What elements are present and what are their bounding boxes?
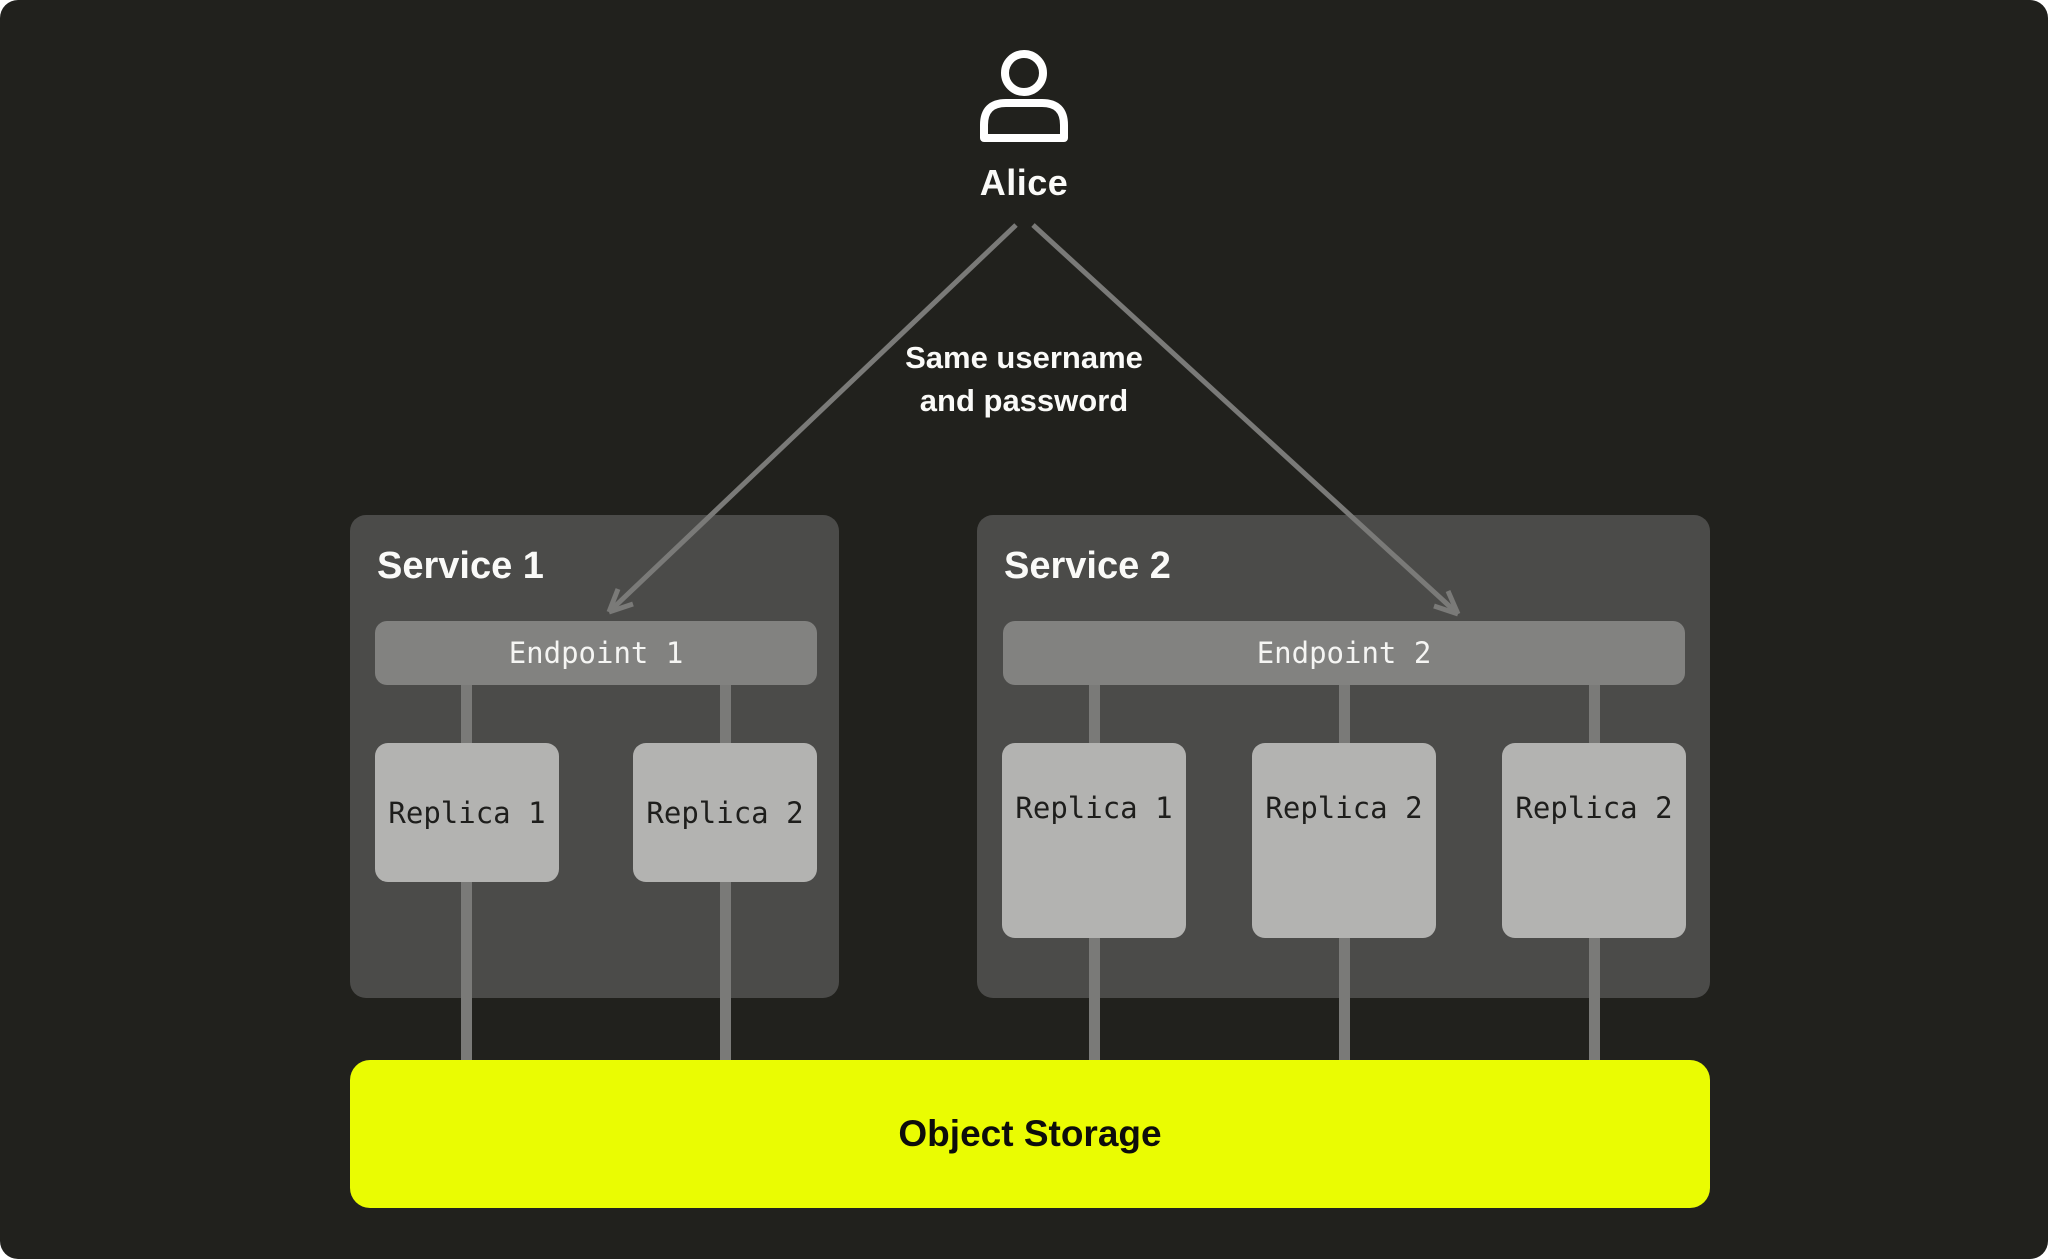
person-icon <box>980 50 1068 142</box>
connection-note: Same username and password <box>0 336 2048 422</box>
connection-note-line1: Same username <box>905 340 1143 375</box>
object-storage-bar: Object Storage <box>350 1060 1710 1208</box>
service-1-title: Service 1 <box>377 545 544 587</box>
service-1-endpoint: Endpoint 1 <box>375 621 817 685</box>
user-name-label: Alice <box>979 162 1069 203</box>
service-1-box: Service 1 Endpoint 1 Replica 1 Replica 2 <box>350 515 839 998</box>
service-2-title: Service 2 <box>1004 545 1171 587</box>
arrow-right <box>1031 223 1461 617</box>
connection-note-line2: and password <box>919 383 1129 418</box>
service-1-replica-1: Replica 1 <box>375 743 559 882</box>
service-1-replica-2: Replica 2 <box>633 743 817 882</box>
service-2-replica-1: Replica 1 <box>1002 743 1186 938</box>
user-figure: Alice <box>0 46 2048 204</box>
service-2-replica-3: Replica 2 <box>1502 743 1686 938</box>
service-2-endpoint: Endpoint 2 <box>1003 621 1685 685</box>
arrow-left <box>606 223 1018 615</box>
service-2-replica-2: Replica 2 <box>1252 743 1436 938</box>
service-2-box: Service 2 Endpoint 2 Replica 1 Replica 2… <box>977 515 1710 998</box>
